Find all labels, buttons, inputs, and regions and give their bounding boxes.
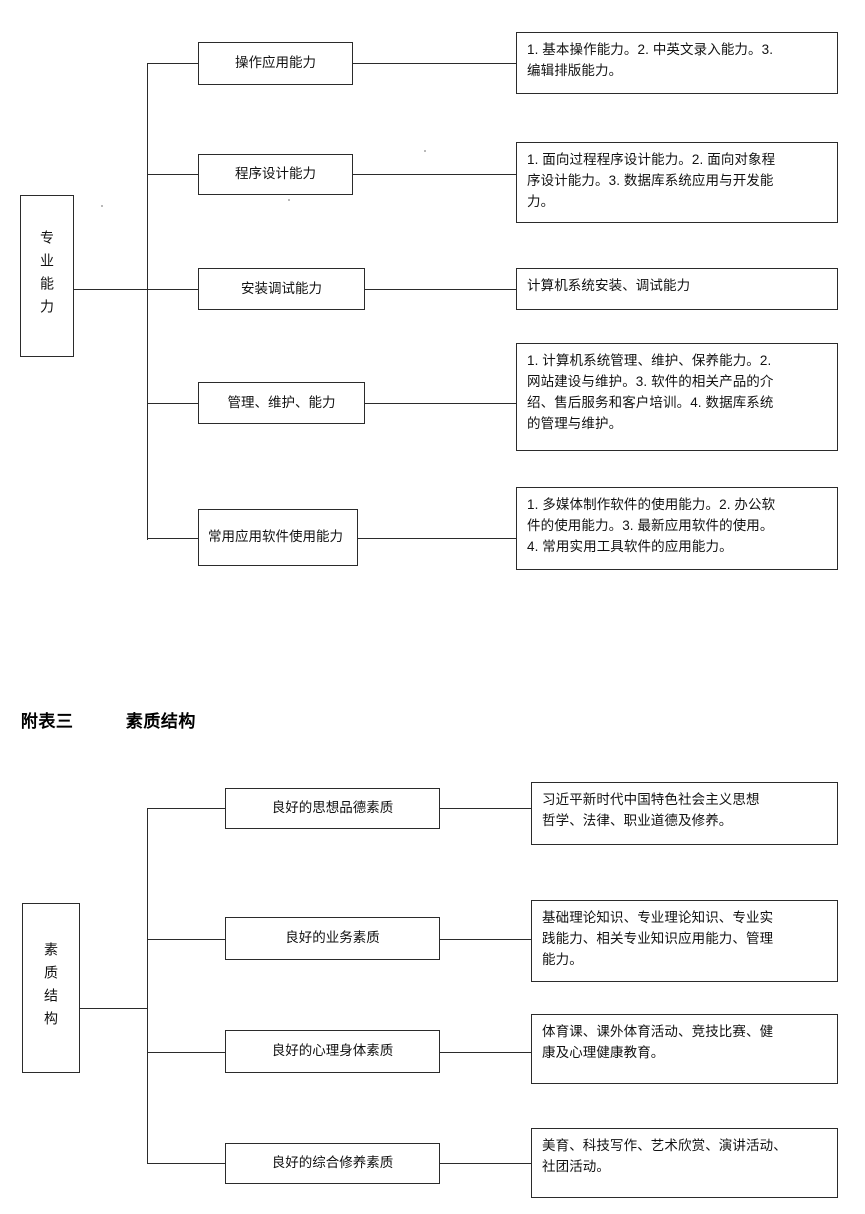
root-node-label: 素质结构 bbox=[43, 942, 59, 1034]
node-label: 良好的思想品德素质 bbox=[271, 800, 394, 816]
node-management-maintenance-ability: 管理、维护、能力 bbox=[198, 382, 365, 424]
detail-line: 1. 多媒体制作软件的使用能力。2. 办公软 bbox=[527, 497, 776, 512]
connector-branch-3 bbox=[147, 1052, 226, 1053]
connector-detail-5 bbox=[358, 538, 517, 539]
detail-line: 绍、售后服务和客户培训。4. 数据库系统 bbox=[527, 394, 774, 410]
node-label: 安装调试能力 bbox=[241, 280, 322, 296]
connector-branch-4 bbox=[147, 1163, 226, 1164]
connector-branch-1 bbox=[147, 808, 226, 809]
node-comprehensive-cultivation-quality: 良好的综合修养素质 bbox=[225, 1143, 440, 1184]
connector-branch-4 bbox=[147, 403, 199, 404]
connector-branch-5 bbox=[147, 538, 199, 539]
detail-line: 4. 常用实用工具软件的应用能力。 bbox=[527, 538, 733, 554]
section-title-text: 素质结构 bbox=[125, 712, 196, 731]
connector-detail-4 bbox=[365, 403, 517, 404]
scan-artifact bbox=[101, 205, 103, 207]
detail-box-psychological-physical-quality: 体育课、课外体育活动、竞技比赛、健 康及心理健康教育。 bbox=[531, 1014, 838, 1084]
scan-artifact bbox=[424, 150, 426, 152]
connector-trunk bbox=[147, 63, 148, 540]
detail-line: 践能力、相关专业知识应用能力、管理 bbox=[542, 930, 774, 946]
section-heading-label: 附表三 bbox=[0, 687, 73, 752]
detail-box-professional-quality: 基础理论知识、专业理论知识、专业实 践能力、相关专业知识应用能力、管理 能力。 bbox=[531, 900, 838, 982]
node-professional-quality: 良好的业务素质 bbox=[225, 917, 440, 960]
node-label: 程序设计能力 bbox=[235, 166, 316, 182]
node-ideological-moral-quality: 良好的思想品德素质 bbox=[225, 788, 440, 829]
detail-line: 能力。 bbox=[542, 951, 583, 967]
scan-artifact bbox=[288, 199, 290, 201]
connector-detail-2 bbox=[353, 174, 517, 175]
detail-line: 1. 计算机系统管理、维护、保养能力。2. bbox=[527, 353, 772, 368]
detail-line: 1. 面向过程程序设计能力。2. 面向对象程 bbox=[527, 152, 776, 167]
node-common-software-usage-ability: 常用应用软件使用能力 bbox=[198, 509, 358, 566]
connector-branch-3 bbox=[147, 289, 199, 290]
detail-line: 体育课、课外体育活动、竞技比赛、健 bbox=[542, 1024, 774, 1039]
detail-line: 编辑排版能力。 bbox=[527, 62, 623, 78]
node-label: 操作应用能力 bbox=[235, 55, 316, 71]
detail-box-operation-application-ability: 1. 基本操作能力。2. 中英文录入能力。3. 编辑排版能力。 bbox=[516, 32, 838, 94]
connector-branch-1 bbox=[147, 63, 199, 64]
detail-line: 康及心理健康教育。 bbox=[542, 1044, 665, 1060]
detail-line: 力。 bbox=[527, 193, 555, 209]
detail-line: 基础理论知识、专业理论知识、专业实 bbox=[542, 910, 774, 925]
detail-line: 计算机系统安装、调试能力 bbox=[527, 278, 691, 293]
detail-box-ideological-moral-quality: 习近平新时代中国特色社会主义思想 哲学、法律、职业道德及修养。 bbox=[531, 782, 838, 845]
detail-line: 社团活动。 bbox=[542, 1158, 610, 1174]
detail-line: 哲学、法律、职业道德及修养。 bbox=[542, 812, 733, 828]
section-heading-title: 素质结构 bbox=[105, 687, 196, 752]
detail-box-comprehensive-cultivation-quality: 美育、科技写作、艺术欣赏、演讲活动、 社团活动。 bbox=[531, 1128, 838, 1198]
detail-line: 网站建设与维护。3. 软件的相关产品的介 bbox=[527, 373, 774, 389]
appendix-number: 附表三 bbox=[20, 712, 74, 731]
node-label: 常用应用软件使用能力 bbox=[208, 529, 343, 545]
connector-detail-2 bbox=[440, 939, 532, 940]
root-node-quality-structure: 素质结构 bbox=[22, 903, 80, 1073]
detail-box-management-maintenance-ability: 1. 计算机系统管理、维护、保养能力。2. 网站建设与维护。3. 软件的相关产品… bbox=[516, 343, 838, 451]
node-psychological-physical-quality: 良好的心理身体素质 bbox=[225, 1030, 440, 1073]
connector-detail-1 bbox=[440, 808, 532, 809]
root-node-label: 专业能力 bbox=[39, 230, 55, 322]
connector-detail-3 bbox=[365, 289, 517, 290]
node-operation-application-ability: 操作应用能力 bbox=[198, 42, 353, 85]
node-label: 良好的业务素质 bbox=[285, 930, 380, 946]
connector-detail-1 bbox=[353, 63, 517, 64]
node-installation-debug-ability: 安装调试能力 bbox=[198, 268, 365, 310]
connector-root-stem bbox=[80, 1008, 148, 1009]
node-program-design-ability: 程序设计能力 bbox=[198, 154, 353, 195]
detail-line: 习近平新时代中国特色社会主义思想 bbox=[542, 792, 760, 807]
detail-box-program-design-ability: 1. 面向过程程序设计能力。2. 面向对象程 序设计能力。3. 数据库系统应用与… bbox=[516, 142, 838, 223]
connector-detail-3 bbox=[440, 1052, 532, 1053]
connector-branch-2 bbox=[147, 939, 226, 940]
connector-branch-2 bbox=[147, 174, 199, 175]
detail-line: 的管理与维护。 bbox=[527, 415, 623, 431]
node-label: 管理、维护、能力 bbox=[227, 394, 336, 410]
connector-root-stem bbox=[74, 289, 148, 290]
root-node-professional-ability: 专业能力 bbox=[20, 195, 74, 357]
connector-trunk bbox=[147, 808, 148, 1163]
node-label: 良好的综合修养素质 bbox=[271, 1155, 394, 1171]
connector-detail-4 bbox=[440, 1163, 532, 1164]
node-label: 良好的心理身体素质 bbox=[271, 1043, 394, 1059]
detail-line: 件的使用能力。3. 最新应用软件的使用。 bbox=[527, 517, 774, 533]
detail-line: 1. 基本操作能力。2. 中英文录入能力。3. bbox=[527, 42, 774, 57]
detail-line: 序设计能力。3. 数据库系统应用与开发能 bbox=[527, 172, 774, 188]
detail-line: 美育、科技写作、艺术欣赏、演讲活动、 bbox=[542, 1138, 787, 1153]
detail-box-common-software-usage-ability: 1. 多媒体制作软件的使用能力。2. 办公软 件的使用能力。3. 最新应用软件的… bbox=[516, 487, 838, 570]
detail-box-installation-debug-ability: 计算机系统安装、调试能力 bbox=[516, 268, 838, 310]
